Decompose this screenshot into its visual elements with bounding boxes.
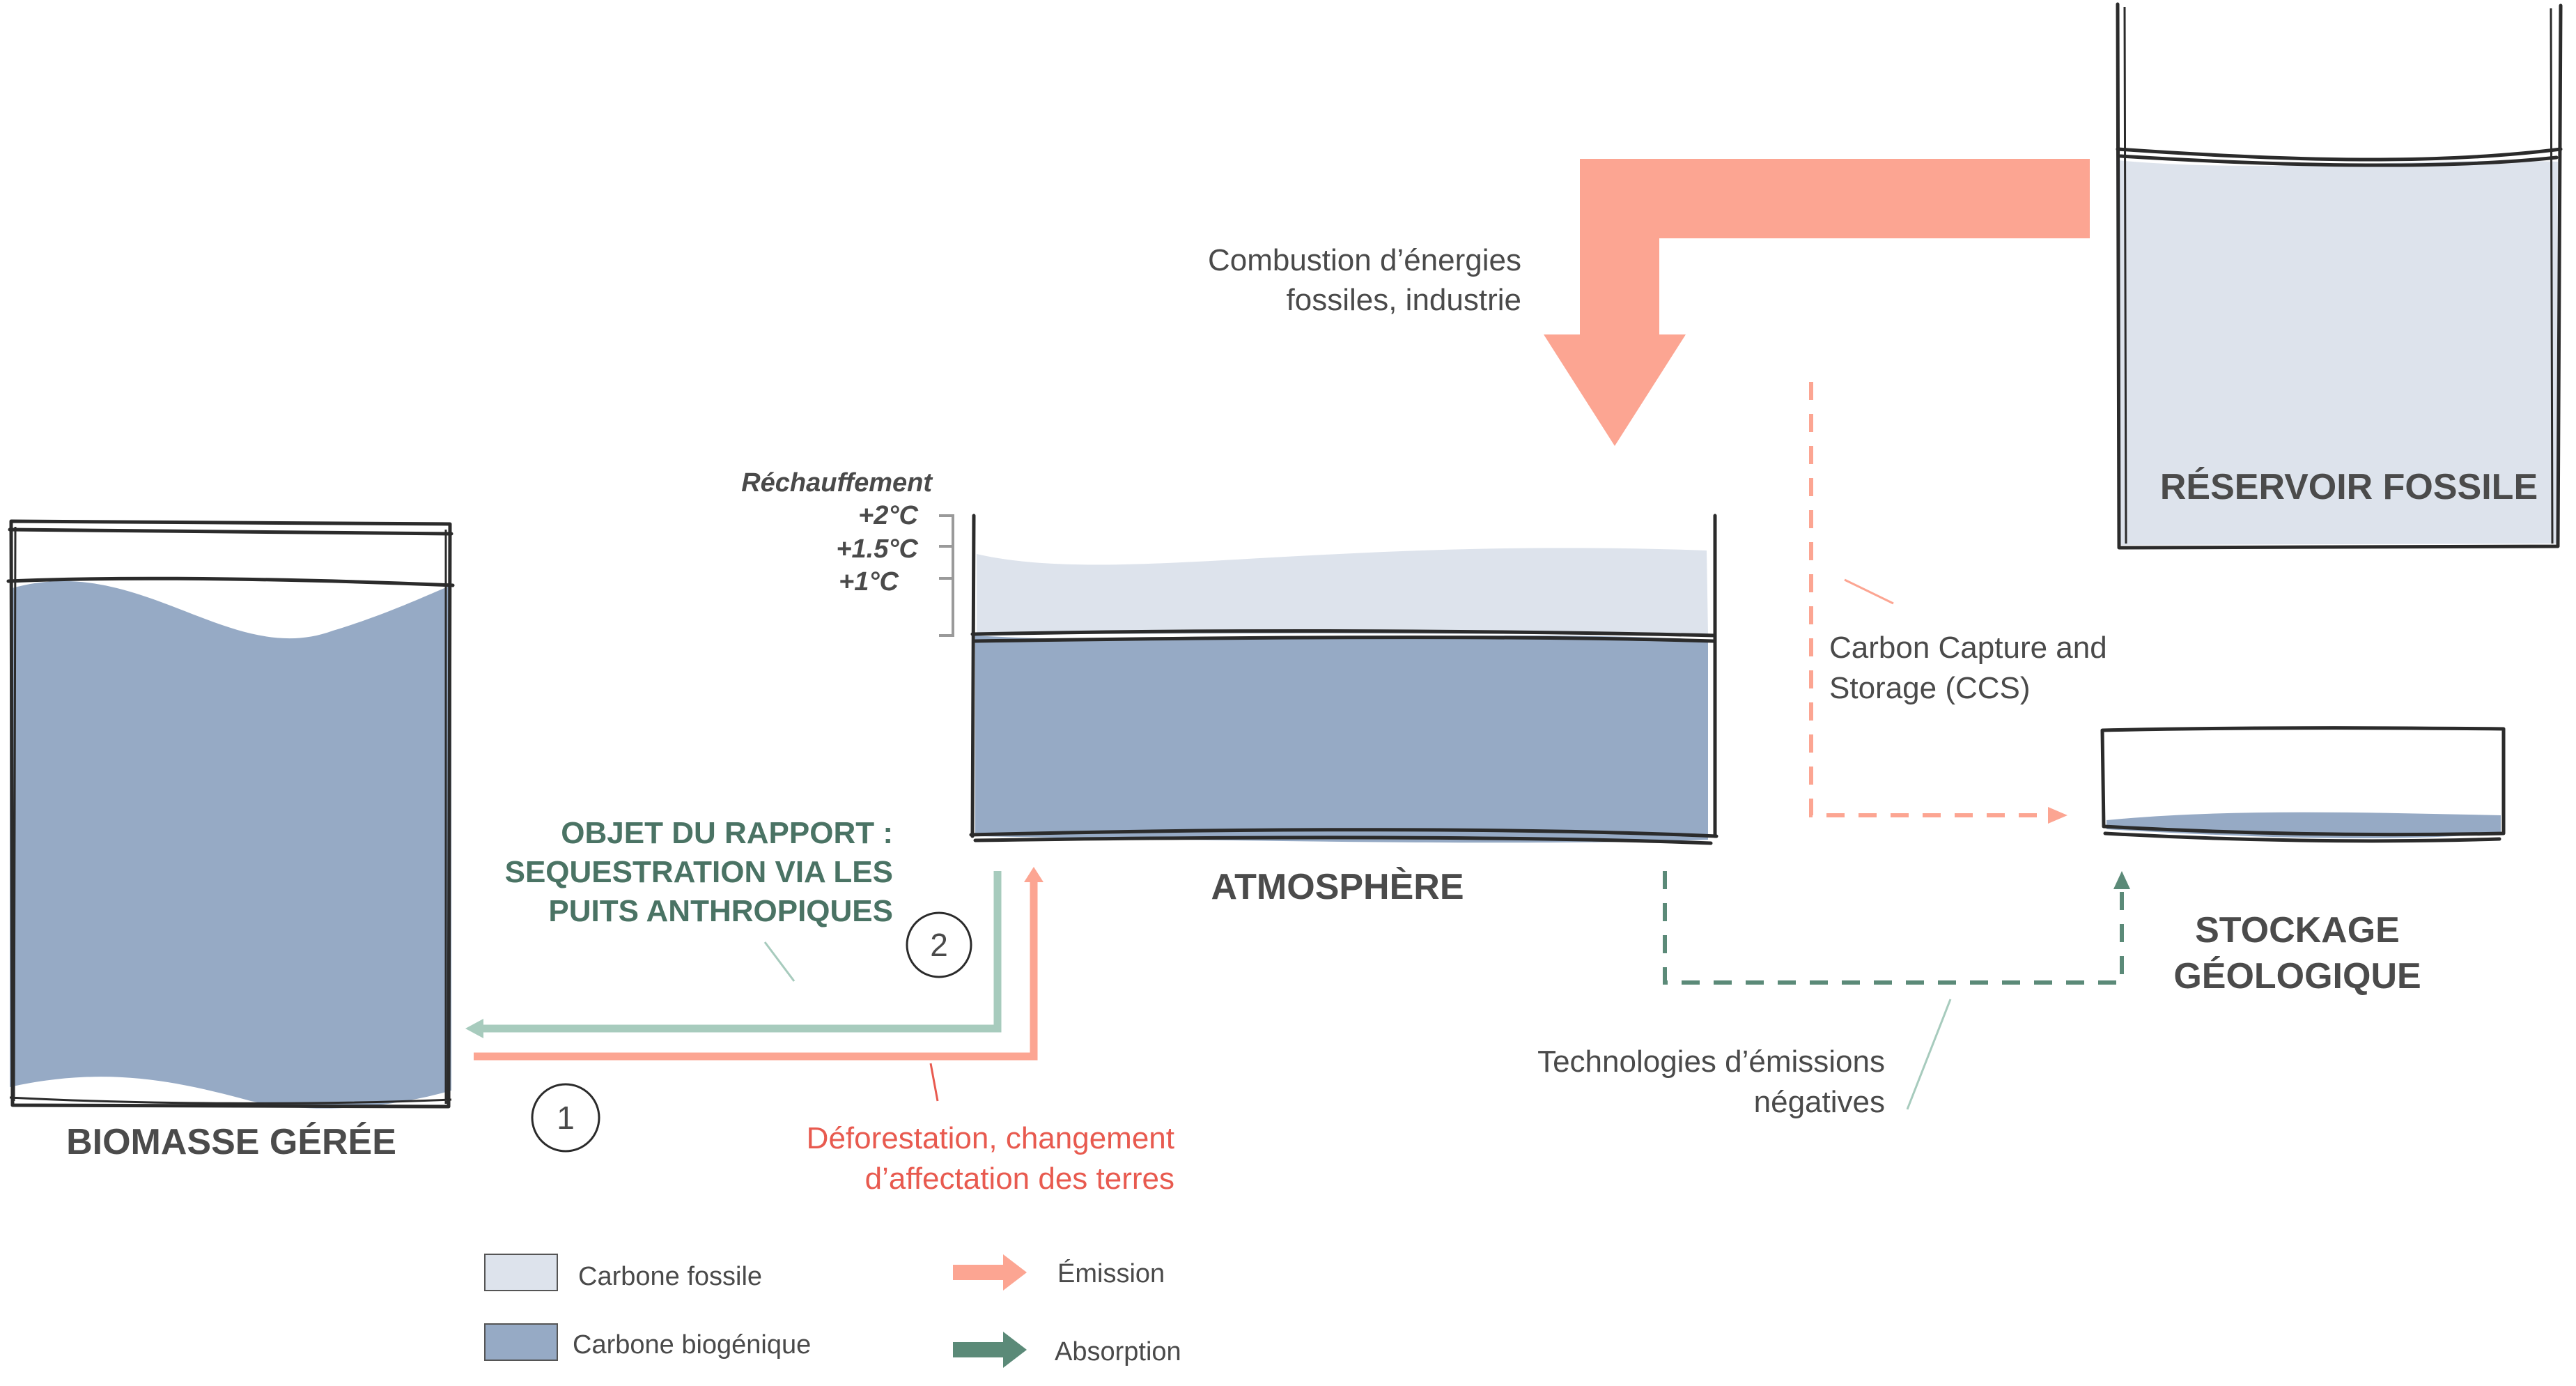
legend-emission-label: Émission	[1057, 1258, 1165, 1288]
legend-fossil-label: Carbone fossile	[578, 1262, 762, 1291]
negative-emissions-label-2: négatives	[1754, 1085, 1885, 1119]
legend-biogenic-label: Carbone biogénique	[573, 1330, 811, 1360]
fossil-reservoir-container	[2116, 2, 2563, 550]
deforestation-label-2: d’affectation des terres	[865, 1162, 1174, 1196]
warming-level-1-5: +1.5°C	[836, 534, 918, 564]
marker-2-circle	[906, 911, 972, 978]
report-leader-line	[763, 941, 796, 982]
legend: Carbone fossile Carbone biogénique Émiss…	[484, 1254, 1181, 1368]
report-label-2: SEQUESTRATION VIA LES	[505, 855, 893, 889]
geological-storage-container	[2100, 726, 2506, 843]
geological-storage-outline	[2100, 726, 2506, 837]
legend-biogenic-swatch	[484, 1323, 558, 1361]
negative-emissions-dashed-arrow	[1663, 871, 2124, 985]
deforestation-leader-line	[929, 1063, 939, 1102]
absorption-flow-line	[481, 871, 1002, 1033]
warming-level-2: +2°C	[858, 501, 919, 530]
absorption-flow-arrowhead	[465, 1019, 483, 1038]
atmosphere-walls	[970, 514, 1717, 838]
negative-emissions-leader-line	[1906, 999, 1952, 1110]
legend-absorption-label: Absorption	[1055, 1337, 1181, 1366]
combustion-emission-arrow	[1544, 159, 2090, 446]
negative-emissions-arrowhead	[2113, 871, 2130, 889]
deforestation-flow-arrowhead	[1024, 867, 1043, 882]
legend-emission-arrow	[953, 1254, 1027, 1291]
deforestation-label-1: Déforestation, changement	[807, 1121, 1174, 1155]
atmosphere-bottom	[969, 828, 1718, 845]
report-label-1: OBJET DU RAPPORT :	[561, 816, 893, 850]
combustion-label-2: fossiles, industrie	[1287, 283, 1521, 317]
ccs-arrowhead	[2048, 807, 2067, 824]
report-label-3: PUITS ANTHROPIQUES	[548, 894, 893, 928]
fossil-reservoir-label: RÉSERVOIR FOSSILE	[2160, 467, 2538, 507]
atmosphere-divider	[970, 629, 1717, 643]
geological-storage-label-1: STOCKAGE	[2195, 910, 2400, 950]
biomass-label: BIOMASSE GÉRÉE	[66, 1122, 396, 1162]
ccs-dashed-arrow	[1809, 382, 2048, 817]
combustion-label-1: Combustion d’énergies	[1208, 243, 1521, 277]
fossil-reservoir-fill	[2118, 160, 2558, 545]
biomass-outline	[9, 519, 452, 1109]
ccs-label-2: Storage (CCS)	[1829, 671, 2031, 705]
atmosphere-container	[969, 514, 1718, 845]
biomass-inner-line	[9, 526, 452, 1104]
biomass-container	[6, 519, 455, 1109]
legend-fossil-swatch	[484, 1254, 558, 1291]
atmosphere-biogenic-fill	[975, 636, 1708, 843]
geological-storage-base	[2103, 831, 2501, 843]
fossil-reservoir-outline	[2116, 2, 2563, 550]
warming-scale: Réchauffement +2°C +1.5°C +1°C	[741, 468, 954, 637]
marker-2-text: 2	[930, 927, 948, 963]
legend-absorption-arrow	[953, 1332, 1027, 1368]
warming-title: Réchauffement	[741, 468, 933, 498]
negative-emissions-label-1: Technologies d’émissions	[1537, 1045, 1885, 1079]
fossil-reservoir-inner	[2123, 6, 2554, 544]
fossil-reservoir-rim	[2116, 147, 2563, 167]
atmosphere-label: ATMOSPHÈRE	[1211, 867, 1464, 907]
marker-1-circle	[531, 1083, 600, 1153]
biomass-fill	[10, 580, 451, 1109]
biomass-rim-top	[6, 528, 455, 587]
deforestation-flow-line	[474, 879, 1038, 1061]
warming-bracket	[939, 514, 954, 637]
atmosphere-fossil-fill	[977, 548, 1708, 634]
warming-level-1: +1°C	[839, 567, 899, 596]
ccs-label-1: Carbon Capture and	[1829, 631, 2107, 665]
ccs-leader-line	[1844, 578, 1894, 605]
geological-storage-label-2: GÉOLOGIQUE	[2173, 956, 2421, 996]
marker-1-text: 1	[557, 1100, 575, 1136]
